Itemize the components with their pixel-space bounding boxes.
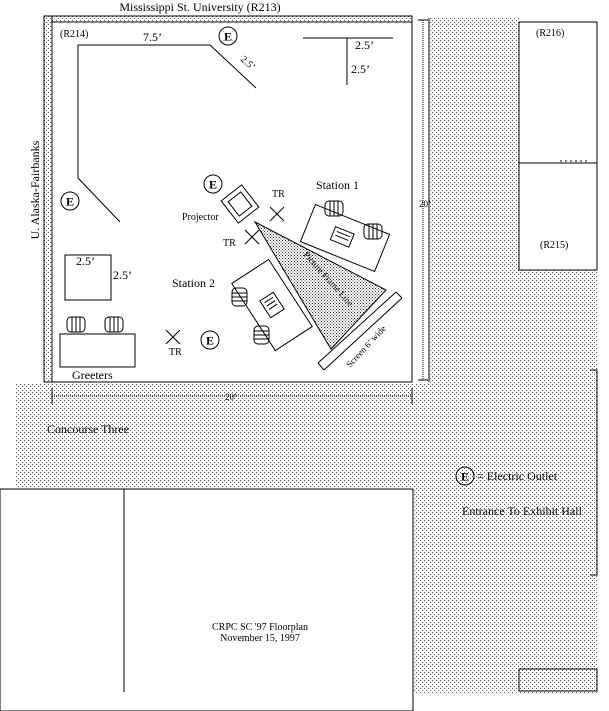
outlet-letters: E E E E E <box>66 30 469 484</box>
bottom-dimension <box>51 388 413 404</box>
svg-text:E: E <box>461 470 469 484</box>
room-r216: (R216) <box>536 28 564 39</box>
svg-text:E: E <box>224 30 232 44</box>
entrance-label: Entrance To Exhibit Hall <box>462 505 582 518</box>
outlet-icon <box>455 466 475 486</box>
projector-label: Projector <box>182 212 219 223</box>
station-1-table <box>299 203 391 273</box>
greeters-label: Greeters <box>72 368 113 382</box>
outlet-icon <box>203 174 223 194</box>
concourse-area <box>16 18 597 694</box>
station-2-table <box>231 258 313 352</box>
outlet-icon <box>218 26 238 46</box>
booth-room <box>43 15 413 383</box>
station-1-chairs <box>324 200 383 240</box>
footer-line-1: CRPC SC '97 Floorplan <box>212 622 308 633</box>
booth-partitions <box>64 37 393 301</box>
dim-box-h: 2.5’ <box>76 254 95 268</box>
dim-diag-top: 2.5’ <box>238 54 257 73</box>
outlet-icon <box>60 191 80 211</box>
electric-outlets <box>60 26 475 486</box>
tr-crosses <box>165 206 285 345</box>
screen-label: Screen 6’ wide <box>344 324 388 370</box>
projector-beam <box>253 220 387 350</box>
concourse-label: Concourse Three <box>47 422 129 436</box>
tr-label-3: TR <box>169 347 182 358</box>
station-2-label: Station 2 <box>172 276 215 290</box>
entrance-bracket <box>590 369 598 576</box>
dim-corner-h: 2.5’ <box>355 38 374 52</box>
dim-corner-v: 2.5’ <box>351 62 370 76</box>
outlet-icon <box>200 330 220 350</box>
footer-line-2: November 15, 1997 <box>220 633 300 644</box>
projector <box>220 184 260 224</box>
svg-text:E: E <box>209 178 217 192</box>
svg-text:E: E <box>206 334 214 348</box>
station-2-chairs <box>231 287 270 345</box>
legend-box <box>518 668 598 692</box>
bottom-room <box>0 488 414 711</box>
entrance-label-wrap: Entrance To Exhibit Hall <box>462 505 582 518</box>
legend-outlet-label: = Electric Outlet <box>477 469 558 483</box>
greeters-table <box>59 316 136 368</box>
dim-box-v: 2.5’ <box>113 268 132 282</box>
label-left: U. Alaska-Fairbanks <box>28 140 42 239</box>
station-1-label: Station 1 <box>316 178 359 192</box>
title-top: Mississippi St. University (R213) <box>119 0 280 14</box>
room-r214: (R214) <box>60 29 88 40</box>
room-r215: (R215) <box>540 240 568 251</box>
tr-label-1: TR <box>272 189 285 200</box>
screen <box>317 291 403 371</box>
dim-top-wall: 7.5’ <box>143 30 162 44</box>
room-r216-r215 <box>518 21 598 271</box>
tr-label-2: TR <box>223 238 236 249</box>
dim-right-20: 20’ <box>419 199 431 209</box>
svg-text:E: E <box>66 195 74 209</box>
dim-bottom-20: 20’ <box>225 392 237 402</box>
